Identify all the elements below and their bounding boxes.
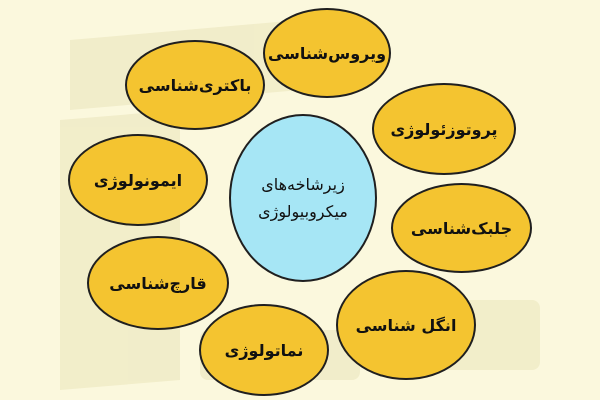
branch-immunology: ایمونولوژی	[68, 134, 208, 226]
branch-protozoology: پروتوزئولوژی	[372, 83, 516, 175]
branch-virology: ویروس‌شناسی	[263, 8, 391, 98]
branch-label: قارچ‌شناسی	[109, 273, 207, 293]
branch-label: ویروس‌شناسی	[267, 43, 387, 63]
center-topic-line-1: زیرشاخه‌های	[261, 175, 345, 194]
branch-bacteriology: باکتری‌شناسی	[125, 40, 265, 130]
branch-label: نماتولوژی	[224, 340, 304, 360]
branch-phycology: جلبک‌شناسی	[391, 183, 532, 273]
branch-label: باکتری‌شناسی	[138, 75, 252, 95]
center-topic: زیرشاخه‌های میکروبیولوژی	[229, 114, 377, 282]
branch-nematology: نماتولوژی	[199, 304, 329, 396]
branch-label: پروتوزئولوژی	[390, 119, 498, 139]
center-topic-line-2: میکروبیولوژی	[258, 202, 348, 221]
branch-parasitology: انگل شناسی	[336, 270, 476, 380]
branch-label: جلبک‌شناسی	[410, 218, 513, 238]
branch-label: ایمونولوژی	[93, 170, 183, 190]
branch-mycology: قارچ‌شناسی	[87, 236, 229, 330]
branch-label: انگل شناسی	[355, 315, 457, 335]
